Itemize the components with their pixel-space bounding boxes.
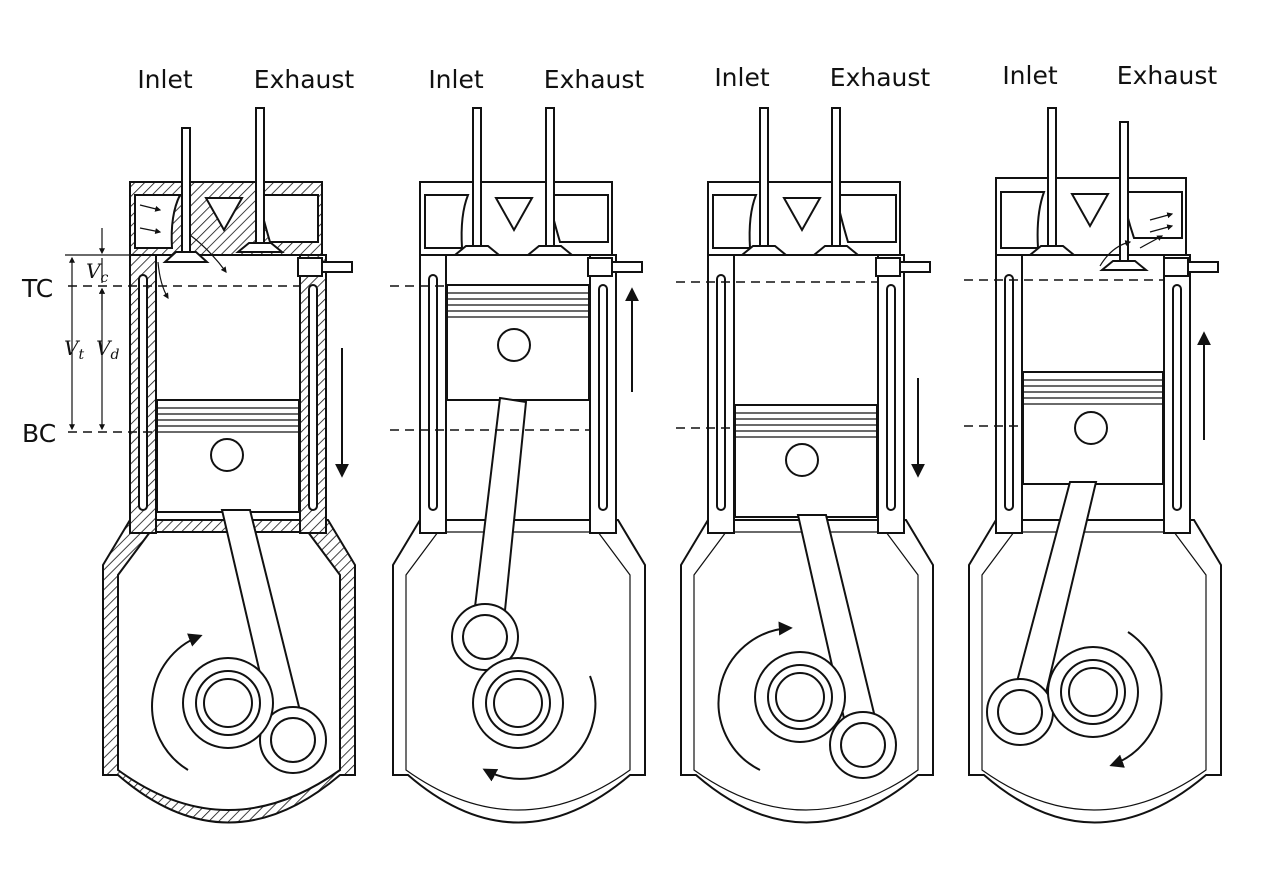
exhaust-valve[interactable] xyxy=(235,107,285,253)
exhaust-label: Exhaust xyxy=(1117,61,1218,90)
piston[interactable] xyxy=(734,404,878,518)
rotation-arrow xyxy=(151,633,203,771)
panel-intake: Inlet Exhaust xyxy=(21,65,356,824)
flow-arrow xyxy=(189,234,227,273)
exhaust-valve[interactable] xyxy=(545,107,555,247)
flow-arrow xyxy=(157,261,169,300)
inlet-valve[interactable] xyxy=(1047,107,1057,247)
exhaust-label: Exhaust xyxy=(254,65,355,94)
panel-compression: Inlet Exhaust xyxy=(390,65,646,824)
rotation-arrow xyxy=(1109,631,1163,768)
cylinder-wall-left xyxy=(129,254,157,534)
spark-plug xyxy=(875,257,931,277)
exhaust-label: Exhaust xyxy=(544,65,645,94)
inlet-label: Inlet xyxy=(1002,61,1058,90)
flow-arrow xyxy=(139,204,162,212)
flow-arrow xyxy=(139,227,162,235)
crankshaft xyxy=(182,657,274,749)
piston[interactable] xyxy=(1022,371,1164,485)
flow-arrow xyxy=(1099,240,1132,267)
bc-label: BC xyxy=(22,419,56,448)
inlet-label: Inlet xyxy=(714,63,770,92)
piston[interactable] xyxy=(446,284,590,401)
dimension-annotations: TC BC Vc Vt Vd xyxy=(21,228,300,448)
spark-plug xyxy=(587,257,643,277)
cylinder-wall-right xyxy=(299,254,327,534)
vd-label: Vd xyxy=(96,336,119,363)
tc-label: TC xyxy=(21,274,53,303)
flow-arrow xyxy=(1149,224,1174,233)
wrist-pin xyxy=(210,438,244,472)
inlet-valve[interactable] xyxy=(759,107,769,247)
piston[interactable] xyxy=(156,399,300,513)
crankshaft xyxy=(1047,646,1139,738)
exhaust-label: Exhaust xyxy=(830,63,931,92)
inlet-valve[interactable] xyxy=(162,127,210,263)
spark-plug xyxy=(1163,257,1219,277)
vt-label: Vt xyxy=(64,336,84,363)
crankshaft xyxy=(472,657,564,749)
inlet-valve[interactable] xyxy=(472,107,482,247)
flow-arrow xyxy=(1149,212,1174,221)
exhaust-valve[interactable] xyxy=(831,107,841,247)
exhaust-valve[interactable] xyxy=(1119,121,1129,263)
flow-arrow xyxy=(1139,235,1164,249)
cylinder-head xyxy=(995,177,1187,256)
spark-plug xyxy=(297,257,353,277)
wrist-pin xyxy=(785,443,819,477)
panel-exhaust: Inlet Exhaust xyxy=(964,61,1222,824)
vc-label: Vc xyxy=(86,259,108,286)
inlet-label: Inlet xyxy=(428,65,484,94)
inlet-label: Inlet xyxy=(137,65,193,94)
connecting-rod[interactable] xyxy=(220,509,327,774)
cylinder-head xyxy=(707,181,901,256)
rotation-arrow xyxy=(482,675,597,782)
cylinder-head xyxy=(129,181,323,256)
crankshaft xyxy=(754,651,846,743)
wrist-pin xyxy=(497,328,531,362)
wrist-pin xyxy=(1074,411,1108,445)
rotation-arrow xyxy=(717,621,793,771)
panel-power: Inlet Exhaust xyxy=(676,63,934,824)
cylinder-head xyxy=(419,181,613,256)
